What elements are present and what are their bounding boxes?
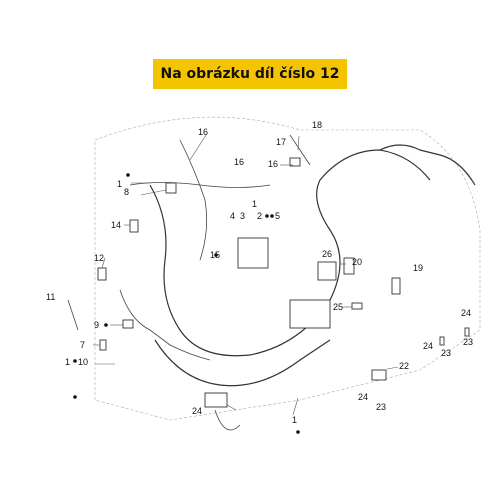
callout-18: 18 xyxy=(312,120,322,130)
callout-22-c: 23 xyxy=(376,402,386,412)
callout-16: 16 xyxy=(268,159,278,169)
callout-5: 5 xyxy=(275,211,280,221)
sensor-part-7 xyxy=(99,339,107,351)
regulator-part-24 xyxy=(204,392,228,408)
callout-21: 22 xyxy=(399,361,409,371)
callout-8: 8 xyxy=(124,187,129,197)
bolt-part-25 xyxy=(351,302,363,310)
cable-18 xyxy=(289,134,311,166)
clip-part-8 xyxy=(165,182,177,194)
control-unit xyxy=(289,299,331,329)
callout-1-left: 1 xyxy=(65,357,70,367)
callout-2: 2 xyxy=(257,211,262,221)
callout-7: 7 xyxy=(80,340,85,350)
callout-10: 10 xyxy=(78,357,88,367)
callout-1-top: 1 xyxy=(117,179,122,189)
callout-17: 17 xyxy=(276,137,286,147)
harness-branch-lower xyxy=(154,339,331,387)
clip-part-16 xyxy=(289,157,301,167)
part-number-banner: Na obrázku díl číslo 12 xyxy=(153,59,347,89)
callout-22-a: 23 xyxy=(463,337,473,347)
callout-24: 24 xyxy=(192,406,202,416)
screw-part-22 xyxy=(439,336,445,346)
callout-22-b: 23 xyxy=(441,348,451,358)
callout-12: 12 xyxy=(94,253,104,263)
callout-20: 20 xyxy=(352,257,362,267)
sensor-part-12 xyxy=(97,267,107,281)
callout-25: 25 xyxy=(333,302,343,312)
callout-15-b: 16 xyxy=(234,157,244,167)
callout-9: 9 xyxy=(94,320,99,330)
fuse-box-part-26 xyxy=(317,261,337,281)
clip-part-13 xyxy=(129,219,139,233)
callout-15: 16 xyxy=(198,127,208,137)
callout-1-bottom: 1 xyxy=(292,415,297,425)
clip-part-9 xyxy=(122,319,134,329)
connector-part-20 xyxy=(343,257,355,275)
cable-11 xyxy=(67,299,79,331)
harness-branch-rear xyxy=(379,144,476,186)
callout-1-mid: 1 xyxy=(252,199,257,209)
callout-13: 14 xyxy=(111,220,121,230)
harness-branch-front xyxy=(119,289,211,361)
callout-23-b: 24 xyxy=(423,341,433,351)
callout-26: 26 xyxy=(322,249,332,259)
cable-24 xyxy=(214,409,241,431)
screw-part-23 xyxy=(464,327,470,337)
bracket-part-19 xyxy=(391,277,401,295)
relay-block-part-4 xyxy=(237,237,269,269)
frame-outline xyxy=(94,116,481,421)
callout-3: 3 xyxy=(240,211,245,221)
callout-23-a: 24 xyxy=(461,308,471,318)
callout-11: 11 xyxy=(46,292,55,302)
harness-branch-top xyxy=(179,139,208,261)
callout-23-c: 24 xyxy=(358,392,368,402)
bracket-part-21 xyxy=(371,369,387,381)
callout-19: 19 xyxy=(413,263,423,273)
callout-dots xyxy=(73,173,300,434)
callout-leaders xyxy=(93,134,399,416)
callout-14: 15 xyxy=(210,250,220,260)
callout-4: 4 xyxy=(230,211,235,221)
